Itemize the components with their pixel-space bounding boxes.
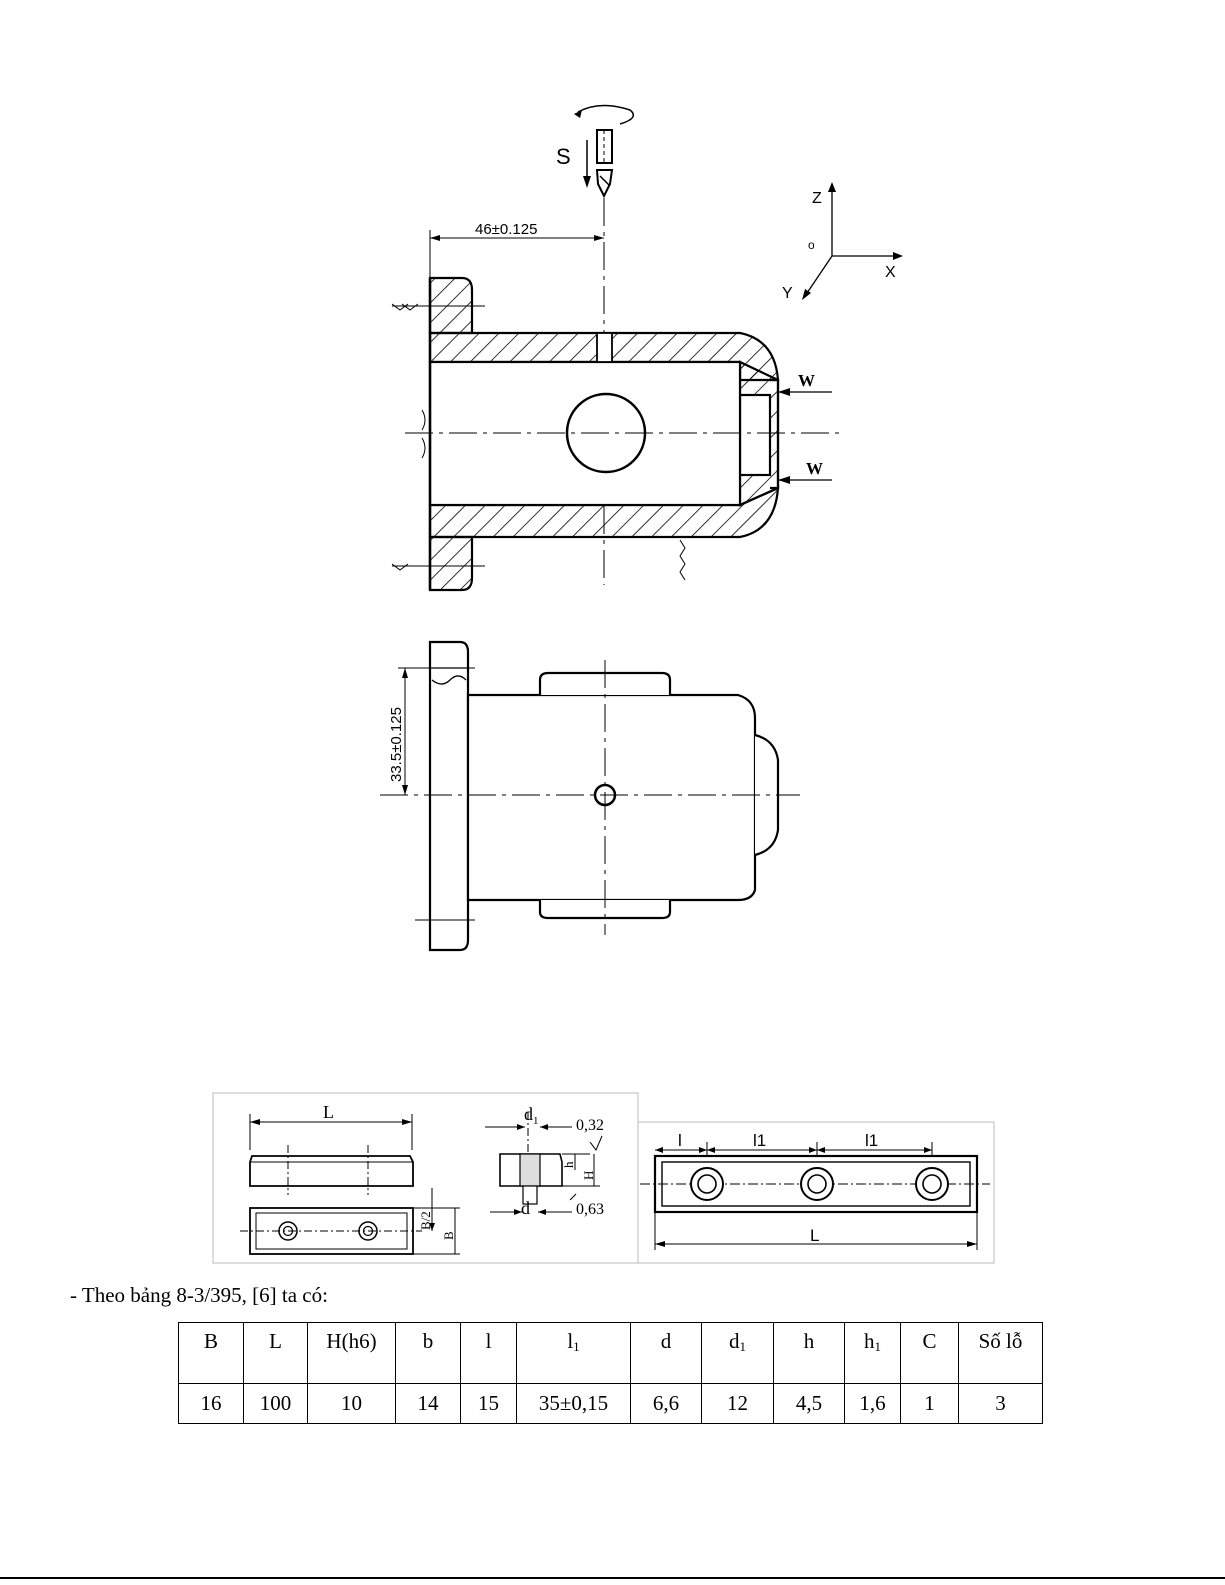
header-cell: d xyxy=(631,1323,702,1384)
value-cell: 12 xyxy=(702,1384,774,1424)
origin-label: o xyxy=(808,238,815,252)
header-cell: H(h6) xyxy=(308,1323,396,1384)
axis-z-label: Z xyxy=(812,190,822,207)
value-cell: 14 xyxy=(396,1384,461,1424)
header-cell: h1 xyxy=(845,1323,901,1384)
dim-46: 46±0.125 xyxy=(475,221,537,238)
plate-dim-l1-a: l1 xyxy=(753,1131,766,1150)
value-cell: 16 xyxy=(179,1384,244,1424)
dim-33-5: 33.5±0.125 xyxy=(388,707,405,782)
header-cell: C xyxy=(901,1323,959,1384)
header-cell: d1 xyxy=(702,1323,774,1384)
value-cell: 15 xyxy=(461,1384,517,1424)
roughness-top: 0,32 xyxy=(576,1117,604,1134)
drill-icon xyxy=(574,105,633,196)
axis-y-label: Y xyxy=(782,285,793,302)
bushing-plate-figure: L B/2 B d1 0,32 h H d 0,63 l l1 l1 xyxy=(210,1090,1000,1268)
axis-x-label: X xyxy=(885,264,896,281)
plate-dim-l1-b: l1 xyxy=(865,1131,878,1150)
header-cell: h xyxy=(774,1323,845,1384)
plate-dim-l: l xyxy=(678,1131,682,1150)
table-header-row: B L H(h6) b l l1 d d1 h h1 C Số lỗ xyxy=(179,1323,1043,1384)
top-view-drawing: 33.5±0.125 xyxy=(0,620,1225,970)
clamp-force-label-top: W xyxy=(798,371,815,390)
dim-H: H xyxy=(581,1171,596,1180)
plate-dim-L: L xyxy=(810,1226,819,1245)
intro-text: - Theo bảng 8-3/395, [6] ta có: xyxy=(70,1283,328,1308)
spec-table: B L H(h6) b l l1 d d1 h h1 C Số lỗ 16 10… xyxy=(178,1322,1043,1424)
feed-label: S xyxy=(556,144,571,169)
roughness-bottom: 0,63 xyxy=(576,1201,604,1218)
header-cell: Số lỗ xyxy=(959,1323,1043,1384)
value-cell: 1 xyxy=(901,1384,959,1424)
dim-h: h xyxy=(561,1161,576,1168)
dim-B: B xyxy=(441,1231,456,1240)
header-cell: b xyxy=(396,1323,461,1384)
header-cell: B xyxy=(179,1323,244,1384)
value-cell: 3 xyxy=(959,1384,1043,1424)
value-cell: 35±0,15 xyxy=(517,1384,631,1424)
dim-L-left: L xyxy=(323,1102,334,1122)
value-cell: 6,6 xyxy=(631,1384,702,1424)
value-cell: 4,5 xyxy=(774,1384,845,1424)
value-cell: 1,6 xyxy=(845,1384,901,1424)
dim-d: d xyxy=(521,1198,530,1218)
header-cell: L xyxy=(244,1323,308,1384)
dim-B-half: B/2 xyxy=(418,1211,433,1230)
page-bottom-rule xyxy=(0,1577,1225,1579)
header-cell: l xyxy=(461,1323,517,1384)
value-cell: 10 xyxy=(308,1384,396,1424)
table-value-row: 16 100 10 14 15 35±0,15 6,6 12 4,5 1,6 1… xyxy=(179,1384,1043,1424)
clamp-force-label-bottom: W xyxy=(806,459,823,478)
value-cell: 100 xyxy=(244,1384,308,1424)
header-cell: l1 xyxy=(517,1323,631,1384)
top-section-drawing: S 46±0.125 Z X Y o xyxy=(0,0,1225,620)
